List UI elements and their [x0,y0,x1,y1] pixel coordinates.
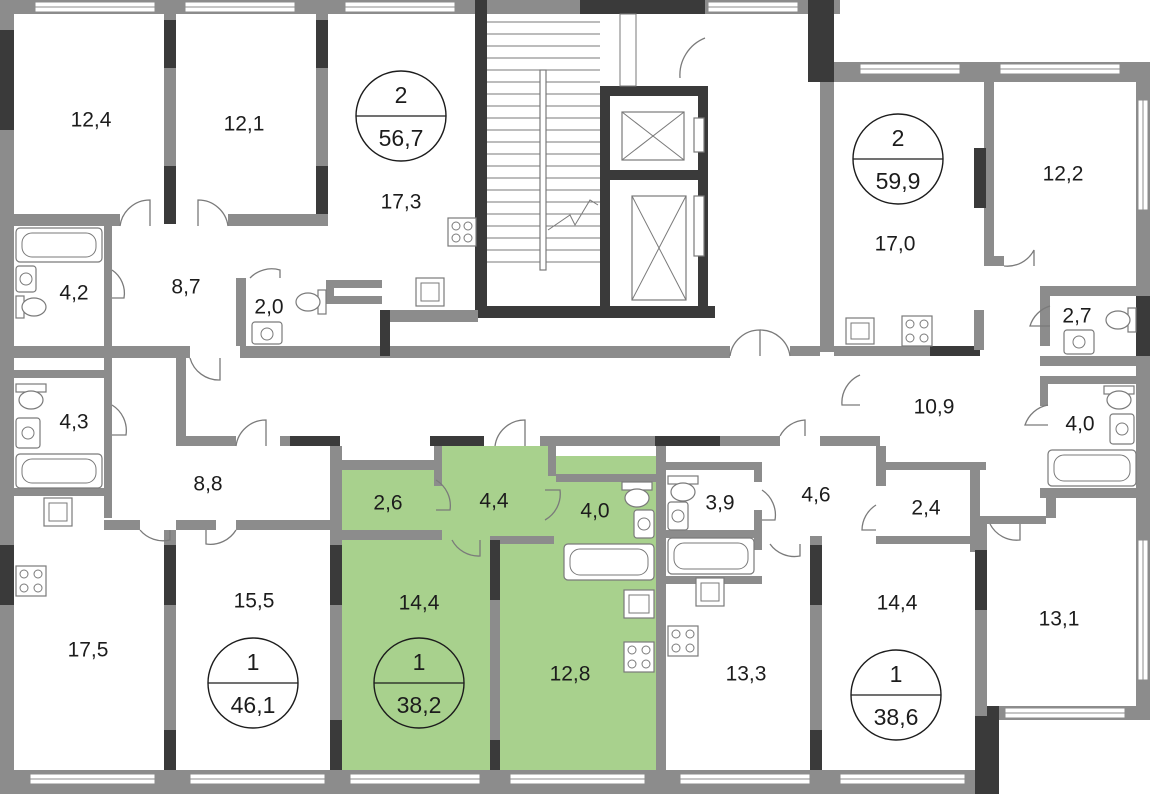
toilet-icon [15,383,47,410]
room-area-label: 4,3 [59,411,88,434]
interior-walls [0,14,1150,770]
room-area-label: 4,0 [1065,413,1094,436]
apartment-area: 56,7 [379,125,424,151]
apartment-badges: 2 56,7 2 59,9 1 46,1 1 38,2 1 38,6 [207,70,944,741]
room-area-label: 17,0 [875,233,916,256]
washbasin-icon [15,417,41,449]
apartment-area: 38,6 [874,704,919,730]
sink-icon [695,577,725,607]
apartment-badge: 2 56,7 [355,70,447,162]
room-area-label: 2,7 [1062,305,1091,328]
apartment-rooms: 1 [890,661,903,687]
bathtub-icon [15,227,103,263]
sink-icon [43,497,73,527]
bathtub-icon [667,537,755,575]
apartment-badge: 1 38,6 [850,649,942,741]
sink-icon [623,589,655,619]
room-area-label: 17,5 [68,639,109,662]
apartment-badge: 2 59,9 [852,113,944,205]
room-area-label: 14,4 [399,592,440,615]
washbasin-icon [15,265,37,293]
room-area-label: 2,6 [373,492,402,515]
toilet-icon [15,295,47,319]
apartment-rooms: 1 [413,649,426,675]
toilet-icon [295,289,327,315]
room-area-label: 2,4 [911,497,941,520]
toilet-icon [1103,385,1135,410]
room-area-label: 8,7 [171,276,200,299]
apartment-badge: 1 46,1 [207,637,299,729]
room-area-label: 12,8 [550,663,591,686]
fixtures [15,217,1137,673]
washbasin-icon [633,509,655,539]
apartment-area: 59,9 [876,168,921,194]
doors [111,199,1051,558]
room-area-label: 15,5 [234,590,275,613]
stair-elevator-core [475,0,715,318]
room-area-label: 4,6 [801,484,830,507]
stove-icon [667,625,699,657]
room-area-label: 4,2 [59,282,88,305]
room-area-label: 14,4 [877,592,918,615]
stove-icon [15,565,47,597]
bathtub-icon [1047,449,1137,487]
room-labels: 12,4 12,1 17,3 4,2 8,7 2,0 17,0 12,2 2,7… [59,109,1094,686]
room-area-label: 3,9 [705,492,734,515]
stove-icon [623,641,655,673]
apartment-area: 46,1 [231,692,276,718]
apartment-rooms: 1 [247,649,260,675]
stove-icon [447,217,477,247]
bathtub-icon [563,543,655,581]
windows [29,1,1149,785]
apartment-area: 38,2 [397,692,442,718]
washbasin-icon [667,501,689,531]
room-area-label: 8,8 [193,473,222,496]
room-area-label: 2,0 [254,296,283,319]
room-area-label: 12,2 [1043,163,1084,186]
apartment-badge: 1 38,2 [373,637,465,729]
washbasin-icon [1063,329,1095,355]
room-area-label: 4,4 [479,490,509,513]
apartment-rooms: 2 [892,125,905,151]
stove-icon [901,315,933,347]
toilet-icon [667,475,699,502]
room-area-label: 17,3 [381,191,422,214]
stair-steps [487,21,600,271]
washbasin-icon [251,321,283,345]
sink-icon [845,317,875,345]
bathtub-icon [15,453,103,489]
toilet-icon [621,481,653,508]
elevator-1 [621,111,705,161]
room-area-label: 4,0 [580,500,609,523]
room-area-label: 10,9 [914,396,955,419]
room-area-label: 12,1 [224,113,265,136]
elevator-2 [631,195,705,301]
washbasin-icon [1109,413,1135,445]
room-area-label: 13,1 [1039,608,1080,631]
sink-icon [415,277,445,307]
toilet-icon [1105,307,1137,333]
apartment-rooms: 2 [395,82,408,108]
room-area-label: 13,3 [726,663,767,686]
room-area-label: 12,4 [71,109,112,132]
